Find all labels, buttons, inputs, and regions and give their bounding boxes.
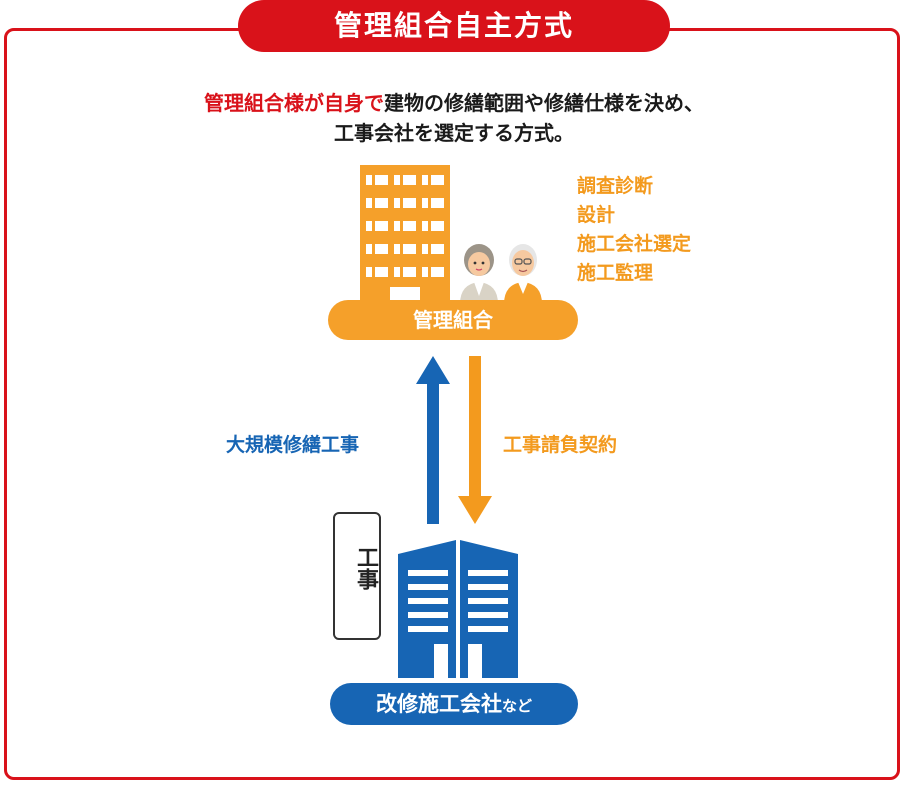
description-line-1-rest: 建物の修繕範囲や修繕仕様を決め、 [384, 91, 704, 115]
task-item: 調査診断 [577, 175, 654, 197]
description-line-1: 管理組合様が自身で建物の修繕範囲や修繕仕様を決め、 [0, 88, 908, 118]
construction-tag: 工事 [333, 512, 381, 640]
description-highlight: 管理組合様が自身で [204, 91, 384, 115]
task-item: 施工会社選定 [577, 233, 692, 255]
title-badge: 管理組合自主方式 [238, 0, 670, 52]
office-building-icon [398, 540, 518, 678]
contractor-pill: 改修施工会社など [330, 683, 578, 725]
description-line-2: 工事会社を選定する方式。 [334, 121, 574, 145]
apartment-building-icon [360, 165, 450, 303]
arrow-up-label: 大規模修繕工事 [226, 434, 360, 456]
contractor-name: 改修施工会社 [375, 692, 502, 716]
arrow-down-icon [458, 356, 492, 524]
task-item: 設計 [577, 204, 616, 226]
task-list: 調査診断 設計 施工会社選定 施工監理 [577, 172, 691, 288]
arrow-down-label: 工事請負契約 [503, 434, 618, 456]
residents-icon [460, 244, 542, 304]
contractor-suffix: など [501, 697, 532, 715]
description: 管理組合様が自身で建物の修繕範囲や修繕仕様を決め、 工事会社を選定する方式。 [0, 88, 908, 148]
arrow-up-icon [416, 356, 450, 524]
task-item: 施工監理 [577, 262, 654, 284]
management-association-pill: 管理組合 [328, 300, 578, 340]
construction-tag-text: 工事 [353, 546, 378, 590]
